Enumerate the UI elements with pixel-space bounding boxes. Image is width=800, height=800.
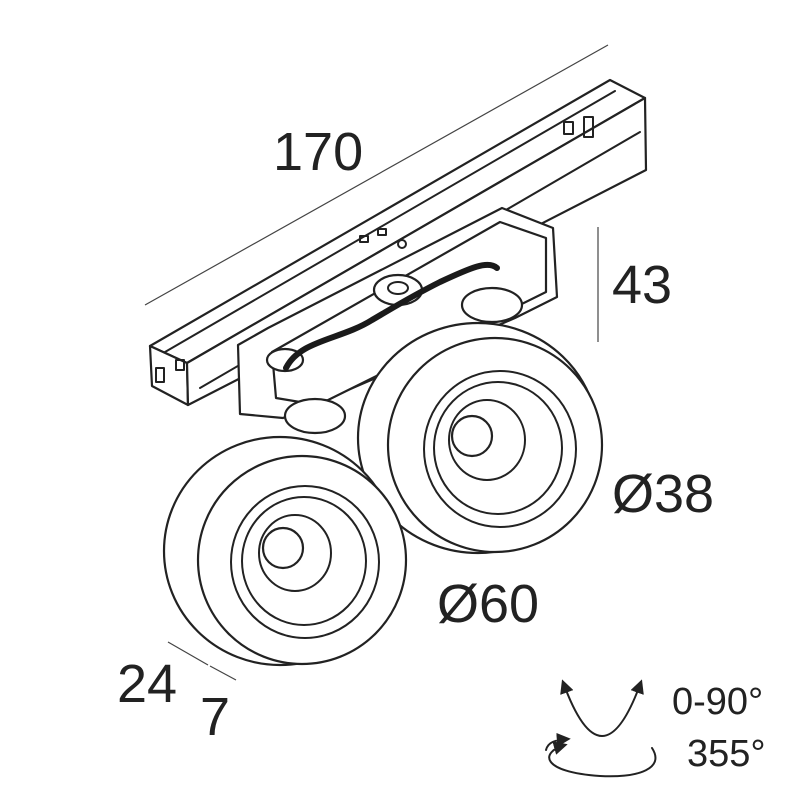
spotlight-head-right <box>356 286 604 555</box>
head-right-reflector-cone <box>448 399 526 481</box>
pan-arc-front <box>548 741 657 778</box>
spotlight-head-left <box>162 397 408 667</box>
length-dimension-line <box>144 44 609 306</box>
head-left-lens <box>261 526 305 570</box>
head-right-reflector <box>433 381 563 515</box>
head-left-bezel <box>230 485 380 639</box>
bracket-hub-center <box>372 273 424 307</box>
head-right-lens <box>450 414 494 458</box>
connector-slot-left-2 <box>175 359 185 371</box>
dimension-lines <box>144 44 609 681</box>
offset-dimension-line-a <box>167 641 209 666</box>
head-right-front-rim <box>386 336 604 554</box>
offset-dimension-line-b <box>209 665 237 681</box>
connector-slot-mid-2 <box>377 228 387 236</box>
track-adapter-groove <box>164 90 616 353</box>
pan-range-label: 355° <box>687 733 766 775</box>
tilt-arc <box>560 679 644 737</box>
offset-label-b: 7 <box>200 687 230 747</box>
connector-slot-right-2 <box>583 116 594 138</box>
head-right-bezel <box>423 370 577 528</box>
head-right-swivel <box>460 286 524 324</box>
pan-icon <box>545 732 657 778</box>
adapter-screw <box>397 239 407 249</box>
tilt-range-label: 0-90° <box>672 681 763 723</box>
bracket-hub-center-inner <box>387 281 409 295</box>
reflector-diameter-label: Ø38 <box>612 464 714 524</box>
tilt-icon <box>560 679 644 737</box>
length-label: 170 <box>273 122 363 182</box>
connector-slot-right-1 <box>563 121 574 135</box>
head-left-front-rim <box>196 454 408 666</box>
connector-slot-mid-1 <box>359 235 369 243</box>
pan-arc-back <box>545 732 571 751</box>
head-left-reflector <box>241 496 367 626</box>
head-left-swivel <box>283 397 347 435</box>
head-diameter-label: Ø60 <box>437 574 539 634</box>
offset-label-a: 24 <box>117 654 177 714</box>
mounting-bracket <box>236 206 559 420</box>
connector-slot-left-1 <box>155 367 165 383</box>
height-label: 43 <box>612 255 672 315</box>
power-cable <box>283 261 500 371</box>
head-left-reflector-cone <box>258 514 332 592</box>
